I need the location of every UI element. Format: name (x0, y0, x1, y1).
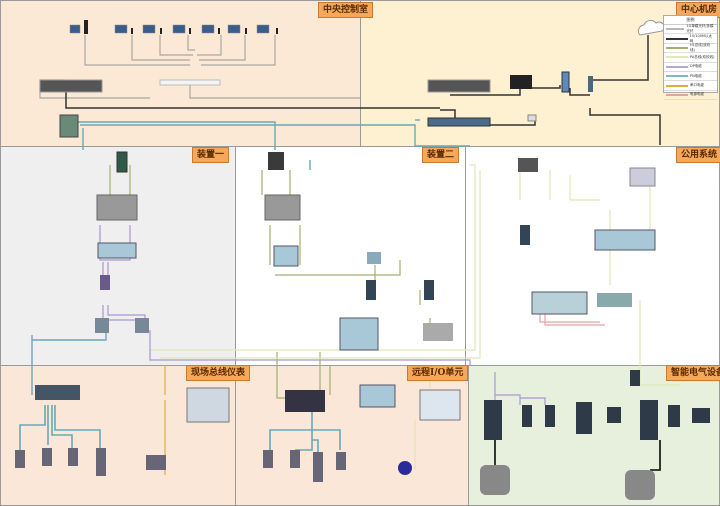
zone-header-public-system: 公用系统 (676, 147, 720, 163)
unit1-switch (116, 151, 128, 173)
public-controller (597, 293, 632, 307)
zone-header-unit-one: 装置一 (192, 147, 230, 163)
legend-item: 串口电缆 (664, 81, 717, 91)
legend-item: 电源电缆 (664, 91, 717, 101)
legend-item: 10/100M以太网 (664, 33, 717, 44)
unit2-io-rack (273, 245, 299, 267)
zone-header-central-control-room: 中央控制室 (318, 2, 374, 18)
unit2-controller (264, 194, 301, 221)
firewall (510, 75, 532, 89)
legend-swatch (666, 65, 688, 68)
pa-cables (149, 164, 680, 470)
legend-label: 1G单模光纤/多模光纤 (686, 24, 714, 34)
ethernet-cables (65, 35, 661, 145)
server (39, 79, 103, 93)
public-io-rack-b (531, 291, 588, 315)
unit1-drive-a (95, 318, 109, 333)
zone-header-remote-io: 远程I/O单元 (407, 365, 469, 381)
legend-swatch (666, 56, 688, 59)
unit2-cpu-a (366, 280, 376, 300)
unit1-io-rack (97, 242, 137, 259)
printer (527, 114, 537, 122)
unit2-io-rack-a (339, 317, 379, 351)
public-switch (518, 158, 538, 172)
fieldbus-junction (35, 385, 80, 400)
wireless-gateway (520, 225, 530, 245)
legend-swatch (666, 84, 688, 87)
core-switch (427, 117, 491, 127)
legend-swatch (666, 37, 688, 40)
zone-header-smart-electrical: 智能电气设备 (666, 365, 720, 381)
internet-cloud-icon (637, 19, 665, 36)
legend-label: PN电缆 (690, 73, 702, 78)
public-server (629, 167, 656, 187)
motors (480, 465, 655, 500)
workstations (69, 24, 270, 34)
dp-cables (99, 225, 546, 405)
legend-swatch (666, 46, 688, 49)
unit2-switch (268, 152, 284, 170)
legend-swatch (666, 28, 685, 31)
devices (15, 19, 710, 500)
pc-towers (84, 20, 278, 34)
legend: 图例 1G单模光纤/多模光纤 10/100M以太网 H1总线(双绞线) PA总线… (663, 15, 718, 101)
legend-label: DP电缆 (690, 64, 702, 69)
legend-item: H1总线(双绞线) (664, 42, 717, 54)
valve-actuator (398, 461, 412, 475)
legend-label: 10/100M以太网 (689, 33, 712, 43)
router (561, 71, 570, 93)
zone-header-unit-two: 装置二 (422, 147, 460, 163)
control-room-switch (59, 114, 79, 138)
zone-remote-io (235, 365, 469, 506)
legend-label: H1总线(双绞线) (689, 42, 711, 52)
zone-header-fieldbus-instruments: 现场总线仪表 (186, 365, 251, 381)
legend-swatch (666, 93, 688, 96)
unit1-controller (96, 194, 138, 221)
dmz-switch (588, 76, 593, 92)
legend-label: 电源电缆 (690, 92, 704, 97)
legend-item: PN电缆 (664, 72, 717, 82)
unit2-cpu-b (424, 280, 434, 300)
unit2-io-rack-b (423, 323, 453, 341)
remote-io-rack (359, 384, 396, 408)
unit2-cpu (367, 252, 381, 264)
unit1-drive-b (135, 318, 149, 333)
legend-item: DP电缆 (664, 63, 717, 72)
legend-item: PA总线(双绞线) (664, 53, 717, 63)
legend-title: 图例 (664, 16, 717, 25)
legend-label: 串口电缆 (690, 83, 704, 88)
field-instruments (15, 448, 346, 482)
unit1-io-module (100, 275, 110, 290)
public-io-rack (594, 229, 656, 251)
app-server (427, 79, 491, 93)
fieldbus-hmi (186, 387, 230, 423)
legend-label: PA总线(双绞线) (690, 54, 715, 59)
remote-hmi (419, 389, 461, 421)
motor-cables (494, 440, 661, 471)
remote-io-cabinet (285, 390, 325, 412)
hmi-switch (159, 79, 221, 86)
legend-item: 1G单模光纤/多模光纤 (664, 24, 717, 35)
zone-public-system (465, 146, 720, 366)
fieldbus-branches (19, 405, 341, 452)
legend-swatch (666, 75, 688, 78)
electrical-devices (484, 370, 710, 440)
